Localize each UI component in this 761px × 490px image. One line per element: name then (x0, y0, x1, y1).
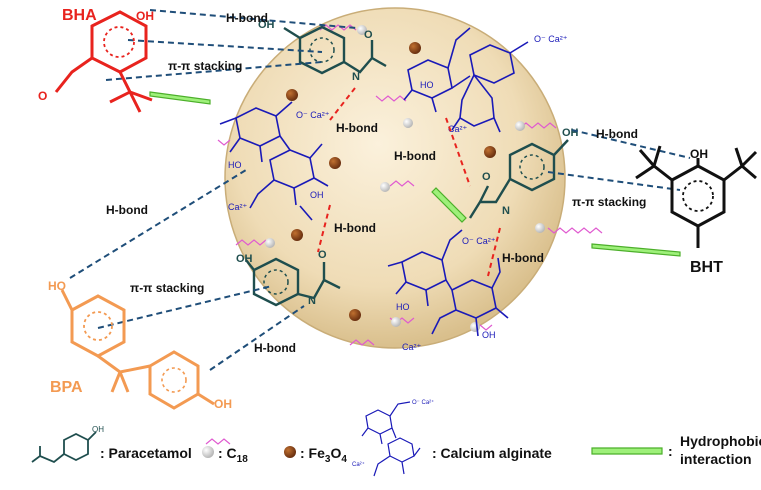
bht-oh: OH (690, 147, 708, 161)
hbond-label-8: H-bond (254, 341, 296, 355)
nanoparticle-sphere (224, 7, 566, 349)
alginate-ho-1: HO (420, 80, 434, 90)
alginate-oh-1: OH (310, 190, 324, 200)
pi-label-3: π-π stacking (130, 281, 204, 295)
hbond-label-2: H-bond (336, 121, 378, 135)
c18-chains (217, 24, 603, 346)
external-bonds (69, 9, 691, 371)
internal-h-bonds (317, 87, 501, 277)
legend-hydrophobic-colon: : (668, 443, 673, 459)
paracetamol-bot-n: N (308, 295, 316, 307)
alginate-unit-top-right (403, 27, 529, 133)
alginate-ca-5: O⁻ Ca²⁺ (462, 236, 496, 246)
paracetamol-top (283, 25, 387, 75)
alginate-ca-1: O⁻ Ca²⁺ (534, 34, 568, 44)
paracetamol-top-n: N (352, 71, 360, 83)
bpa-oh: OH (214, 397, 232, 411)
legend-hydrophobic-line2: interaction (680, 451, 752, 467)
legend-c18-chain (205, 438, 231, 445)
bha-o: O (38, 89, 47, 103)
hbond-label-4: H-bond (596, 127, 638, 141)
legend-alginate-ca-1: O⁻ Ca²⁺ (412, 399, 434, 406)
bha-molecule (54, 10, 153, 113)
legend-hydrophobic-line1: Hydrophobic (680, 433, 761, 449)
legend-fe3o4-label: : Fe3O4 (300, 445, 347, 465)
bpa-labels: HO BPA OH (48, 279, 232, 411)
hydrophobic-bars (149, 91, 681, 257)
alginate-ca-4: Ca²⁺ (228, 202, 248, 212)
bha-oh: OH (136, 9, 154, 23)
hbond-label-1: H-bond (226, 11, 268, 25)
interaction-labels: H-bond π-π stacking H-bond H-bond H-bond… (106, 11, 646, 355)
fe3o4-particles (286, 42, 496, 321)
bht-name: BHT (690, 259, 723, 276)
paracetamol-top-oh: OH (258, 19, 275, 31)
alginate-ca-2: Ca²⁺ (448, 124, 468, 134)
bpa-ho: HO (48, 279, 66, 293)
legend-fe3o4-dot (284, 446, 296, 458)
legend-alginate-icon (361, 401, 421, 477)
paracetamol-bot-o: O (318, 249, 327, 261)
alginate-oh-2: OH (482, 330, 496, 340)
hbond-label-5: H-bond (106, 203, 148, 217)
bpa-molecule (60, 289, 215, 410)
legend: OH : Paracetamol : C18 : Fe3O4 O⁻ Ca²⁺ C… (31, 399, 761, 477)
legend-hydrophobic-bar (591, 447, 663, 455)
pi-label-1: π-π stacking (168, 59, 242, 73)
bht-molecule (635, 145, 758, 248)
legend-paracetamol-icon (31, 431, 97, 464)
bht-labels: OH BHT (690, 147, 723, 276)
paracetamol-bot-oh: OH (236, 253, 253, 265)
legend-c18-pearl (202, 446, 214, 458)
alginate-ho-3: HO (396, 302, 410, 312)
c18-pearls (265, 25, 545, 332)
paracetamol-mid-o: O (482, 171, 491, 183)
bha-labels: BHA OH O (38, 7, 154, 103)
paracetamol-mid-n: N (502, 205, 510, 217)
alginate-ho-2: HO (228, 160, 242, 170)
paracetamol-mid-oh: OH (562, 127, 579, 139)
pi-label-2: π-π stacking (572, 195, 646, 209)
bha-name: BHA (62, 7, 97, 24)
paracetamol-bottom (245, 257, 341, 307)
hbond-label-3: H-bond (394, 149, 436, 163)
paracetamol-top-o: O (364, 29, 373, 41)
hbond-label-7: H-bond (502, 251, 544, 265)
hbond-label-6: H-bond (334, 221, 376, 235)
alginate-unit-left (219, 101, 329, 221)
bpa-name: BPA (50, 379, 83, 396)
alginate-ca-6: Ca²⁺ (402, 342, 422, 352)
paracetamol-mid (468, 139, 569, 219)
legend-alginate-ca-2: Ca²⁺ (352, 461, 365, 468)
alginate-unit-bottom (387, 229, 509, 337)
legend-alginate-label: : Calcium alginate (432, 445, 552, 461)
paracetamol-atom-labels: OH N O OH N O OH N O (236, 19, 579, 307)
legend-c18-label: : C18 (218, 445, 248, 465)
legend-paracetamol-oh: OH (92, 425, 104, 434)
legend-paracetamol-label: : Paracetamol (100, 445, 192, 461)
alginate-labels: O⁻ Ca²⁺ Ca²⁺ O⁻ Ca²⁺ Ca²⁺ O⁻ Ca²⁺ Ca²⁺ H… (228, 34, 568, 352)
alginate-ca-3: O⁻ Ca²⁺ (296, 110, 330, 120)
